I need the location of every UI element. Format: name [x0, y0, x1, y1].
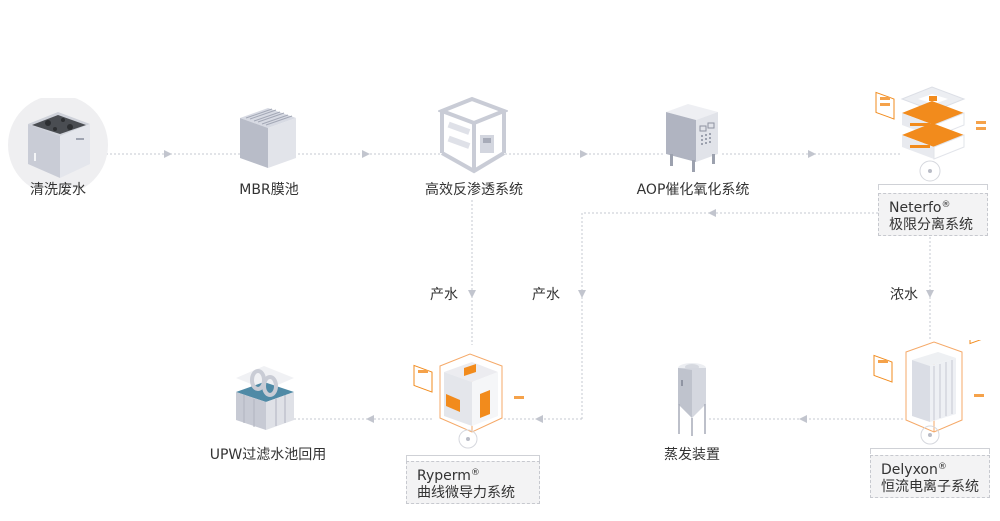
arrow-down-icon — [468, 290, 476, 298]
brand-box-neterfo: Neterfo® 极限分离系统 — [878, 193, 988, 236]
flow-label-concentrate: 浓水 — [890, 287, 918, 303]
node-label: 高效反渗透系统 — [425, 182, 523, 198]
node-label: 曲线微导力系统 — [417, 485, 515, 501]
arrow-right-icon — [580, 150, 588, 158]
connector-bracket — [878, 184, 988, 190]
delyxon-stack-icon — [873, 340, 989, 445]
neterfo-stack-icon — [875, 86, 986, 182]
evaporator-silo-icon — [678, 363, 706, 436]
ryperm-cube-icon — [413, 353, 524, 449]
node-label: AOP催化氧化系统 — [636, 182, 750, 198]
arrow-right-icon — [808, 150, 816, 158]
node-label: UPW过滤水池回用 — [209, 447, 327, 463]
brand-box-delyxon: Delyxon® 恒流电离子系统 — [870, 455, 990, 498]
node-label: 恒流电离子系统 — [881, 479, 979, 495]
node-label: 极限分离系统 — [889, 217, 973, 233]
brand-name: Neterfo — [889, 200, 942, 216]
node-label: 蒸发装置 — [664, 447, 720, 463]
registered-mark: ® — [937, 462, 947, 472]
arrow-left-icon — [535, 415, 543, 423]
arrow-right-icon — [362, 150, 370, 158]
reverse-osmosis-rack-icon — [438, 96, 508, 174]
arrow-right-icon — [164, 150, 172, 158]
upw-pool-icon — [236, 366, 294, 430]
brand-name: Delyxon — [881, 462, 938, 478]
arrow-down-icon — [578, 290, 586, 298]
registered-mark: ® — [470, 468, 480, 478]
node-label: MBR膜池 — [239, 182, 299, 198]
flow-label-product-water: 产水 — [532, 287, 560, 303]
flow-label-product-water: 产水 — [430, 287, 458, 303]
wastewater-tank-icon — [8, 98, 108, 188]
brand-name: Ryperm — [417, 468, 471, 484]
brand-box-ryperm: Ryperm® 曲线微导力系统 — [406, 461, 540, 504]
arrow-left-icon — [708, 209, 716, 217]
arrow-down-icon — [926, 290, 934, 298]
mbr-membrane-module-icon — [240, 108, 296, 168]
node-label: 清洗废水 — [30, 182, 86, 198]
arrow-left-icon — [366, 415, 374, 423]
connector-bracket — [870, 448, 990, 454]
connector-bracket — [406, 455, 540, 461]
registered-mark: ® — [941, 200, 951, 210]
aop-cabinet-icon — [666, 104, 718, 172]
arrow-left-icon — [799, 415, 807, 423]
